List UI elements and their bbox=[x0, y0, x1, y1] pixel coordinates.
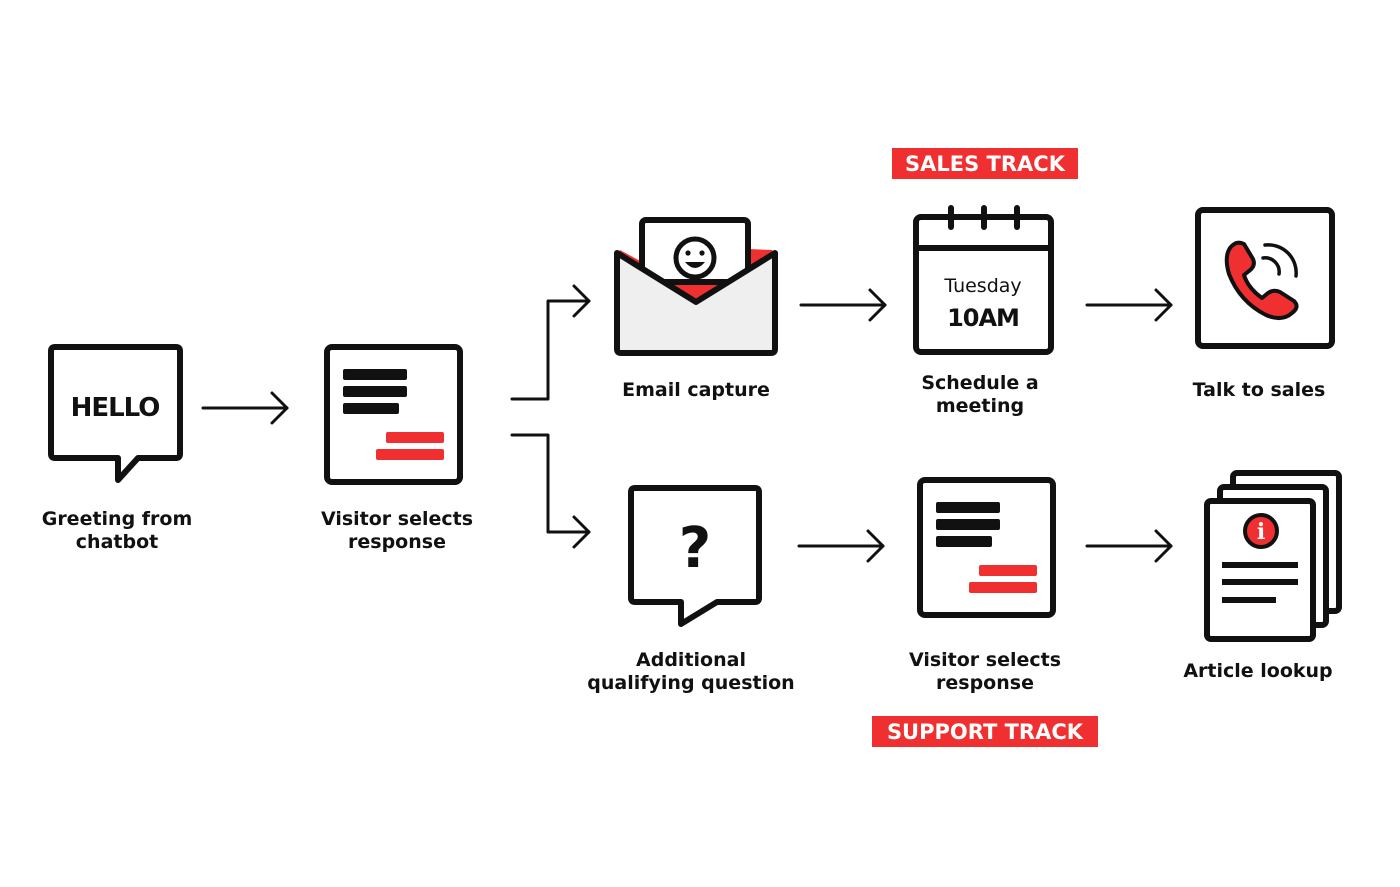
node-greeting: HELLO Greeting from chatbot bbox=[42, 344, 193, 553]
arrow-email-to-schedule bbox=[799, 288, 887, 322]
node-visitor-selects-2: Visitor selects response bbox=[909, 477, 1061, 694]
node-visitor-selects-1: Visitor selects response bbox=[321, 344, 473, 553]
arrow-schedule-to-talk bbox=[1085, 288, 1173, 322]
arrow-greeting-to-response bbox=[201, 391, 289, 425]
sales-track-banner: SALES TRACK bbox=[892, 148, 1078, 179]
visitor-selects-2-label-line1: Visitor selects bbox=[909, 649, 1061, 671]
hello-text: HELLO bbox=[71, 393, 160, 423]
article-lookup-label: Article lookup bbox=[1183, 660, 1332, 682]
documents-info-icon: i bbox=[1204, 470, 1342, 642]
greeting-label-line1: Greeting from bbox=[42, 508, 193, 530]
talk-to-sales-label: Talk to sales bbox=[1193, 379, 1326, 401]
branch-to-qualifying-question bbox=[510, 433, 591, 549]
visitor-selects-1-label-line1: Visitor selects bbox=[321, 508, 473, 530]
response-card-icon bbox=[324, 344, 463, 485]
response-card-icon bbox=[917, 477, 1056, 618]
question-label-line2: qualifying question bbox=[587, 672, 794, 694]
email-capture-label: Email capture bbox=[622, 379, 770, 401]
phone-icon bbox=[1195, 207, 1335, 349]
calendar-day: Tuesday bbox=[943, 275, 1021, 297]
node-article-lookup: i Article lookup bbox=[1183, 470, 1342, 682]
info-mark: i bbox=[1257, 519, 1265, 545]
visitor-selects-2-label-line2: response bbox=[936, 672, 1034, 694]
node-talk-to-sales: Talk to sales bbox=[1193, 207, 1335, 401]
arrow-question-to-response bbox=[797, 529, 885, 563]
branch-to-email-capture bbox=[510, 284, 591, 401]
smiley-face-icon bbox=[673, 236, 717, 280]
node-email-capture: Email capture bbox=[614, 217, 778, 401]
support-track-banner: SUPPORT TRACK bbox=[872, 716, 1098, 747]
support-track-label: SUPPORT TRACK bbox=[887, 720, 1084, 744]
calendar-time: 10AM bbox=[947, 304, 1019, 332]
schedule-label-line1: Schedule a bbox=[921, 372, 1038, 394]
speech-bubble-icon: HELLO bbox=[48, 344, 183, 483]
sales-track-label: SALES TRACK bbox=[905, 152, 1066, 176]
question-bubble-icon: ? bbox=[628, 485, 762, 627]
question-mark: ? bbox=[679, 516, 711, 581]
schedule-label-line2: meeting bbox=[936, 395, 1024, 417]
node-schedule-meeting: Tuesday 10AM Schedule a meeting bbox=[913, 205, 1054, 417]
greeting-label-line2: chatbot bbox=[76, 531, 158, 553]
arrow-response-to-article bbox=[1085, 529, 1173, 563]
calendar-icon: Tuesday 10AM bbox=[913, 205, 1054, 355]
node-additional-question: ? Additional qualifying question bbox=[587, 485, 795, 694]
visitor-selects-1-label-line2: response bbox=[348, 531, 446, 553]
question-label-line1: Additional bbox=[636, 649, 746, 671]
envelope-smiley-icon bbox=[614, 217, 778, 356]
